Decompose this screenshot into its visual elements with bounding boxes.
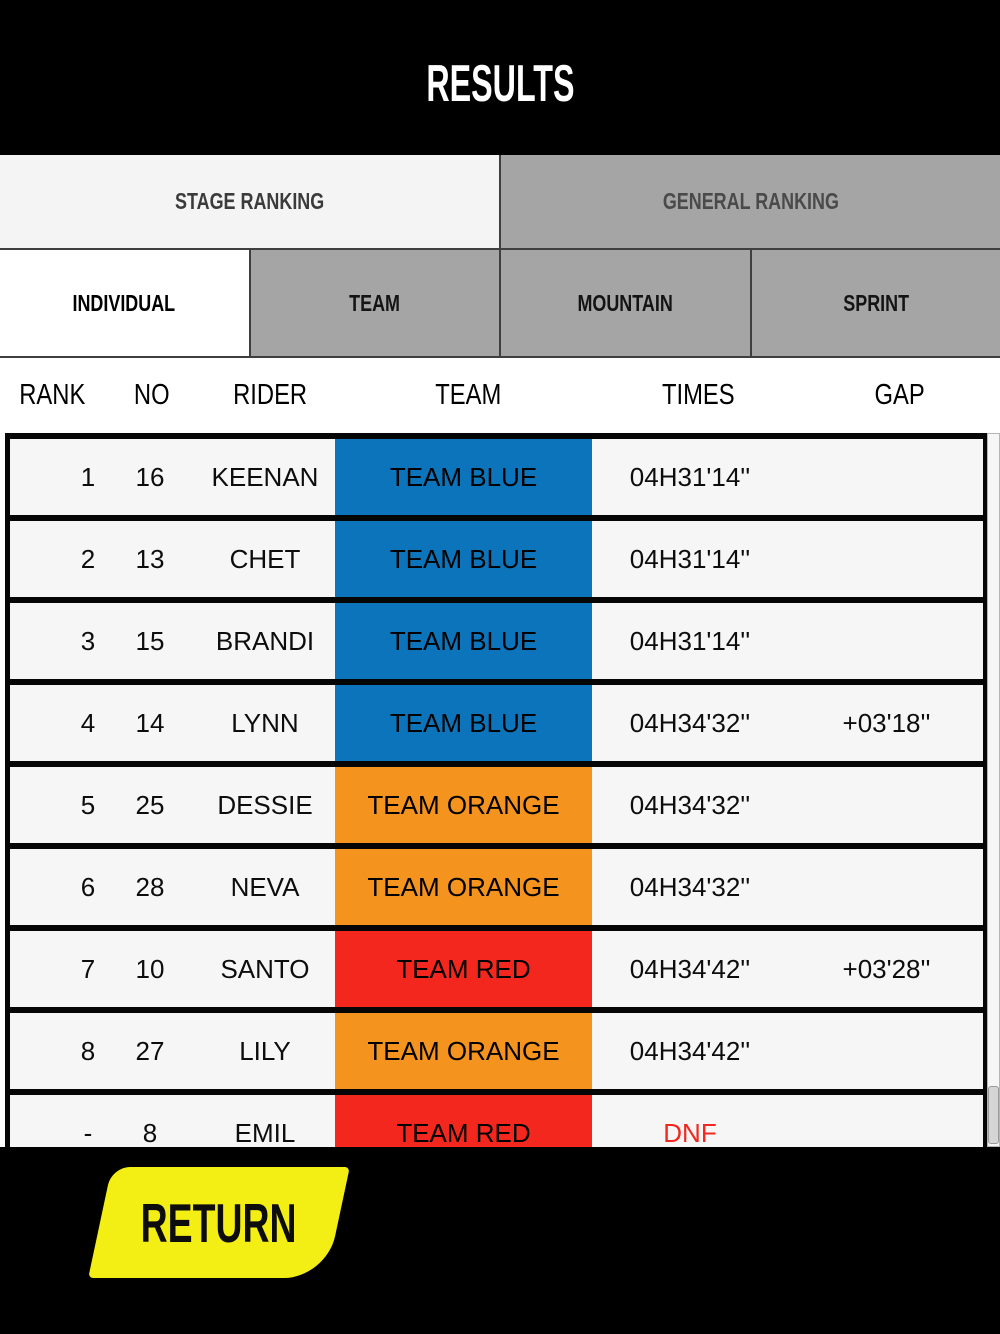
cell-times: 04H31'14'' xyxy=(629,625,751,656)
cell-number: 28 xyxy=(135,871,165,902)
cell-number: 15 xyxy=(135,625,165,656)
cell-gap xyxy=(790,603,983,679)
scrollbar-thumb[interactable] xyxy=(988,1086,999,1144)
cell-team-badge: TEAM BLUE xyxy=(335,439,592,515)
table-scrollbar[interactable] xyxy=(987,433,1000,1147)
cell-rider: LILY xyxy=(239,1035,291,1066)
table-row[interactable]: 5 25 DESSIE TEAM ORANGE 04H34'32'' xyxy=(10,767,983,849)
column-header-gap: GAP xyxy=(874,379,926,411)
cell-number: 27 xyxy=(135,1035,165,1066)
cell-gap xyxy=(790,1013,983,1089)
page-title: RESULTS xyxy=(425,54,575,113)
tab-sprint[interactable]: SPRINT xyxy=(749,250,1000,356)
tab-stage-ranking[interactable]: STAGE RANKING xyxy=(0,155,499,248)
cell-rank: 7 xyxy=(80,953,96,984)
cell-rider: NEVA xyxy=(230,871,300,902)
cell-number: 13 xyxy=(135,543,165,574)
column-header-team: TEAM xyxy=(434,379,502,411)
cell-rank: 3 xyxy=(80,625,96,656)
cell-gap: +03'28'' xyxy=(842,953,931,984)
cell-number: 14 xyxy=(135,707,165,738)
tab-team[interactable]: TEAM xyxy=(248,250,499,356)
cell-times: 04H34'32'' xyxy=(629,707,751,738)
cell-number: 25 xyxy=(135,789,165,820)
cell-times: 04H34'42'' xyxy=(629,1035,751,1066)
tab-mountain-label: MOUNTAIN xyxy=(577,289,673,316)
table-row[interactable]: 2 13 CHET TEAM BLUE 04H31'14'' xyxy=(10,521,983,603)
column-header-rider: RIDER xyxy=(232,379,307,411)
table-column-headers: RANK NO RIDER TEAM TIMES GAP xyxy=(0,358,1000,433)
cell-team-badge: TEAM ORANGE xyxy=(335,849,592,925)
tab-sprint-label: SPRINT xyxy=(842,289,909,316)
cell-times: 04H34'42'' xyxy=(629,953,751,984)
cell-number: 8 xyxy=(142,1117,158,1148)
cell-rank: 8 xyxy=(80,1035,96,1066)
tab-general-ranking-label: GENERAL RANKING xyxy=(662,188,839,214)
cell-gap xyxy=(790,849,983,925)
cell-times: 04H34'32'' xyxy=(629,871,751,902)
cell-gap xyxy=(790,439,983,515)
cell-team-badge: TEAM RED xyxy=(335,931,592,1007)
table-row[interactable]: 8 27 LILY TEAM ORANGE 04H34'42'' xyxy=(10,1013,983,1095)
tab-general-ranking[interactable]: GENERAL RANKING xyxy=(499,155,1000,248)
cell-gap xyxy=(790,521,983,597)
cell-team-badge: TEAM ORANGE xyxy=(335,767,592,843)
cell-gap: +03'18'' xyxy=(842,707,931,738)
category-tabs: INDIVIDUAL TEAM MOUNTAIN SPRINT xyxy=(0,248,1000,358)
results-table: 1 16 KEENAN TEAM BLUE 04H31'14'' 2 13 CH… xyxy=(0,433,1000,1147)
tab-mountain[interactable]: MOUNTAIN xyxy=(499,250,750,356)
footer-bar: RETURN xyxy=(0,1147,1000,1334)
cell-gap xyxy=(790,1095,983,1147)
tab-individual-label: INDIVIDUAL xyxy=(72,289,176,316)
cell-rank: 5 xyxy=(80,789,96,820)
tab-individual[interactable]: INDIVIDUAL xyxy=(0,250,249,356)
cell-rider: BRANDI xyxy=(215,625,315,656)
cell-rank: 6 xyxy=(80,871,96,902)
cell-rider: KEENAN xyxy=(211,461,319,492)
cell-number: 16 xyxy=(135,461,165,492)
cell-rider: DESSIE xyxy=(217,789,313,820)
cell-rider: CHET xyxy=(229,543,301,574)
cell-times: 04H31'14'' xyxy=(629,461,751,492)
cell-rank: - xyxy=(83,1117,93,1148)
tab-team-label: TEAM xyxy=(349,289,401,316)
cell-rank: 2 xyxy=(80,543,96,574)
cell-team-badge: TEAM BLUE xyxy=(335,685,592,761)
cell-team-badge: TEAM BLUE xyxy=(335,521,592,597)
tab-stage-ranking-label: STAGE RANKING xyxy=(174,188,325,214)
cell-team-badge: TEAM ORANGE xyxy=(335,1013,592,1089)
cell-gap xyxy=(790,767,983,843)
table-row[interactable]: 1 16 KEENAN TEAM BLUE 04H31'14'' xyxy=(10,439,983,521)
table-row[interactable]: 7 10 SANTO TEAM RED 04H34'42'' +03'28'' xyxy=(10,931,983,1013)
table-row[interactable]: 6 28 NEVA TEAM ORANGE 04H34'32'' xyxy=(10,849,983,931)
cell-team-badge: TEAM RED xyxy=(335,1095,592,1147)
column-header-no: NO xyxy=(134,379,170,411)
results-table-rows: 1 16 KEENAN TEAM BLUE 04H31'14'' 2 13 CH… xyxy=(5,433,987,1147)
cell-team-badge: TEAM BLUE xyxy=(335,603,592,679)
title-bar: RESULTS xyxy=(0,0,1000,155)
ranking-tabs: STAGE RANKING GENERAL RANKING xyxy=(0,155,1000,248)
column-header-times: TIMES xyxy=(661,379,735,411)
column-header-rank: RANK xyxy=(18,379,86,411)
return-button-label: RETURN xyxy=(141,1191,297,1254)
cell-rank: 1 xyxy=(80,461,96,492)
table-row[interactable]: - 8 EMIL TEAM RED DNF xyxy=(10,1095,983,1147)
table-row[interactable]: 3 15 BRANDI TEAM BLUE 04H31'14'' xyxy=(10,603,983,685)
table-row[interactable]: 4 14 LYNN TEAM BLUE 04H34'32'' +03'18'' xyxy=(10,685,983,767)
cell-rider: SANTO xyxy=(220,953,310,984)
cell-rider: LYNN xyxy=(231,707,299,738)
cell-rider: EMIL xyxy=(234,1117,296,1148)
cell-times: 04H31'14'' xyxy=(629,543,751,574)
cell-number: 10 xyxy=(135,953,165,984)
cell-rank: 4 xyxy=(80,707,96,738)
return-button[interactable]: RETURN xyxy=(88,1167,350,1278)
cell-times: DNF xyxy=(663,1117,717,1148)
cell-times: 04H34'32'' xyxy=(629,789,751,820)
